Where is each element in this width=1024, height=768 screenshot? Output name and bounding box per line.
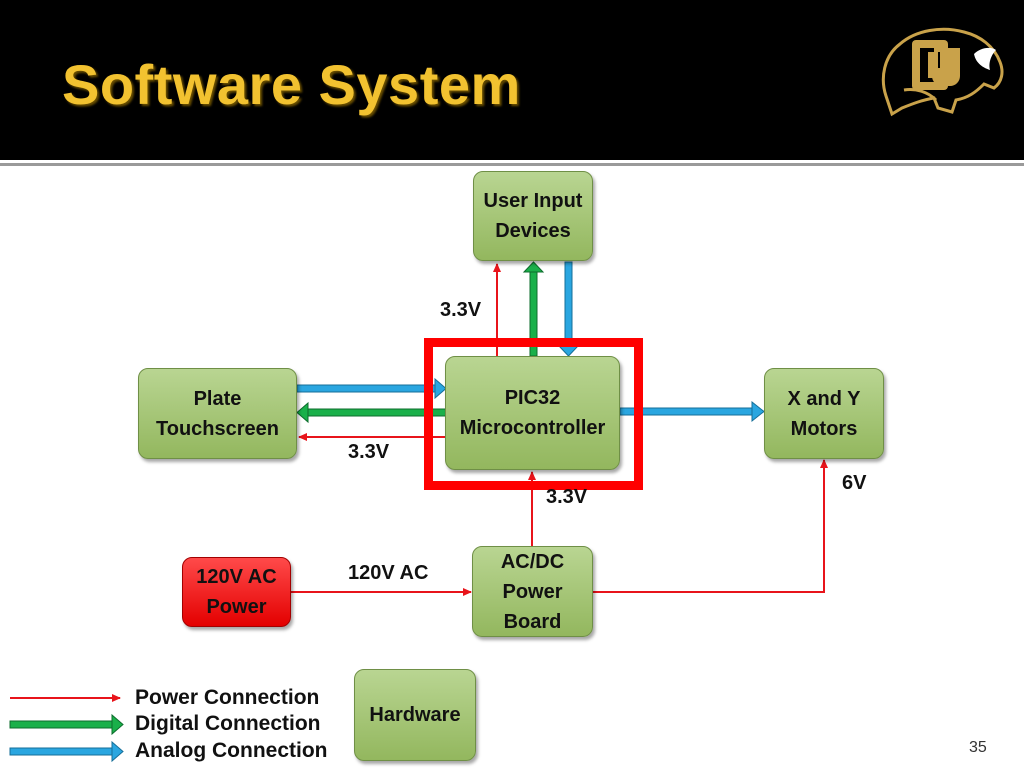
acdc-power-board-label: AC/DC Power Board <box>500 550 565 633</box>
pic32-highlight-frame <box>424 338 643 490</box>
slide-header <box>0 0 1024 160</box>
header-divider <box>0 163 1024 166</box>
legend-power-label: Power Connection <box>135 686 320 709</box>
analog-arrow-touchscreen <box>296 377 447 400</box>
plate-touchscreen-label: Plate Touchscreen <box>156 387 279 440</box>
ac-power-source-block: 120V AC Power <box>182 557 291 627</box>
legend-analog-label: Analog Connection <box>135 739 328 762</box>
voltage-label-ac-input: 120V AC <box>348 562 429 584</box>
voltage-label-touchscreen: 3.3V <box>348 441 390 463</box>
acdc-power-board-block: AC/DC Power Board <box>472 546 593 637</box>
user-input-devices-label: User Input Devices <box>483 190 583 242</box>
slide-title: Software System <box>62 53 521 116</box>
legend-analog-arrow <box>9 740 124 763</box>
xy-motors-block: X and Y Motors <box>764 368 884 459</box>
page-number: 35 <box>969 739 987 756</box>
ac-power-label: 120V AC Power <box>196 566 277 618</box>
legend-digital-label: Digital Connection <box>135 712 321 735</box>
cu-buffalo-logo-icon <box>881 27 1004 117</box>
voltage-label-motors: 6V <box>842 472 867 494</box>
xy-motors-label: X and Y Motors <box>787 387 861 440</box>
analog-arrow-motors <box>619 400 765 423</box>
power-line-motors <box>593 459 828 593</box>
pic32-label: PIC32 Microcontroller <box>459 387 606 439</box>
hardware-legend-label: Hardware <box>369 704 461 726</box>
voltage-label-user-input: 3.3V <box>440 299 482 321</box>
hardware-legend-block: Hardware <box>354 669 476 761</box>
user-input-devices-block: User Input Devices <box>473 171 593 261</box>
plate-touchscreen-block: Plate Touchscreen <box>138 368 297 459</box>
voltage-label-pic32: 3.3V <box>546 486 588 508</box>
pic32-microcontroller-block: PIC32 Microcontroller <box>445 356 620 470</box>
legend-digital-arrow <box>9 713 124 736</box>
